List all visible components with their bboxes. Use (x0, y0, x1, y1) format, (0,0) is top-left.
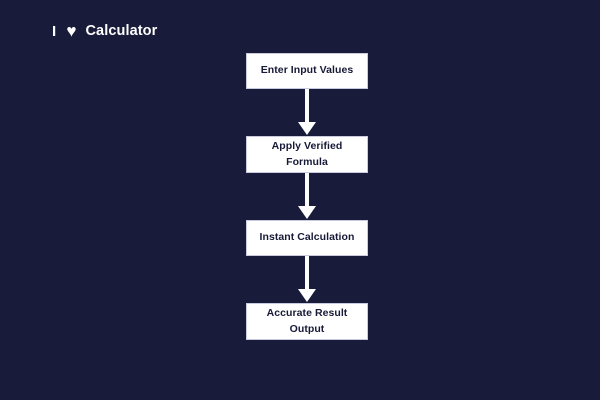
flow-node-3-label: Instant Calculation (259, 231, 355, 244)
arrow-down-icon (298, 256, 316, 303)
arrow-down-icon (298, 173, 316, 220)
heart-icon: ♥ (66, 21, 77, 40)
flow-node-3: Instant Calculation (246, 220, 368, 256)
arrow-stem (305, 173, 309, 207)
brand-name-label: Calculator (85, 22, 158, 39)
arrow-head (298, 206, 316, 219)
flow-node-1-label: Enter Input Values (260, 64, 354, 77)
arrow-head (298, 122, 316, 135)
arrow-down-icon (298, 89, 316, 136)
brand-logo[interactable]: I ♥ Calculator (52, 20, 157, 42)
arrow-head (298, 289, 316, 302)
flow-node-2-label: Apply Verified Formula (271, 140, 343, 168)
process-flowchart: Enter Input Values Apply Verified Formul… (246, 53, 368, 340)
arrow-stem (305, 89, 309, 123)
flow-node-1: Enter Input Values (246, 53, 368, 89)
flow-node-4: Accurate Result Output (246, 303, 368, 340)
arrow-stem (305, 256, 309, 290)
flow-node-4-label: Accurate Result Output (266, 307, 348, 335)
flow-node-2: Apply Verified Formula (246, 136, 368, 173)
brand-prefix-letter: I (52, 22, 57, 40)
